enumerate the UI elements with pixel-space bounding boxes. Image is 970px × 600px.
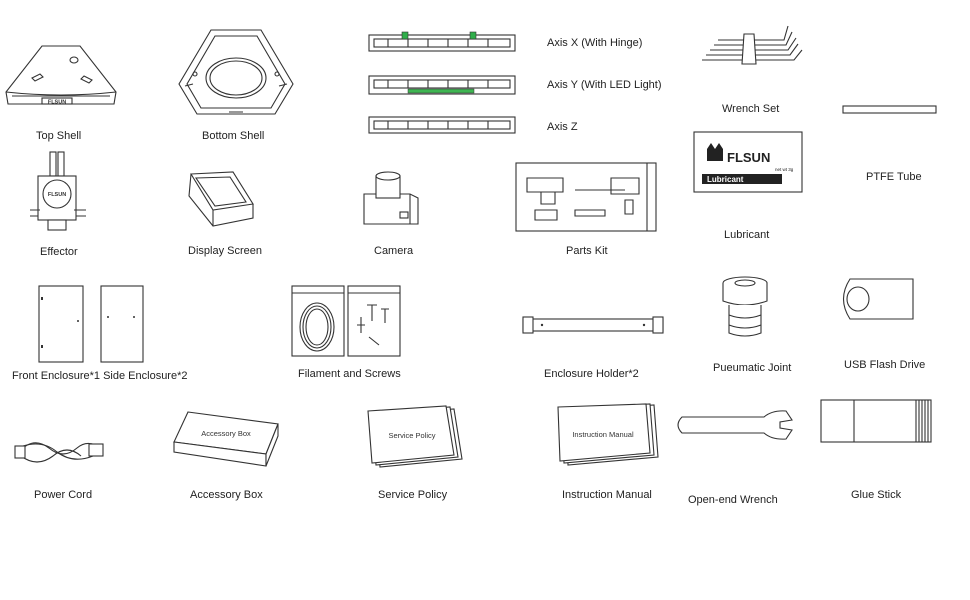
ptfe-tube-label: PTFE Tube xyxy=(866,171,922,183)
axis-x-image xyxy=(368,31,516,55)
parts-kit-label: Parts Kit xyxy=(566,245,608,257)
glue-stick-image xyxy=(820,398,934,444)
open-end-wrench-label: Open-end Wrench xyxy=(688,494,778,506)
ptfe-tube-image xyxy=(842,104,938,116)
service-policy-image: Service Policy xyxy=(366,405,464,471)
open-end-wrench-image xyxy=(672,408,800,442)
lubricant-band-text: Lubricant xyxy=(707,175,744,184)
filament-screws-image xyxy=(291,285,403,359)
parts-kit-image xyxy=(515,162,660,234)
instruction-manual-print: Instruction Manual xyxy=(572,430,634,439)
instruction-manual-label: Instruction Manual xyxy=(562,489,652,501)
camera-label: Camera xyxy=(374,245,414,257)
display-screen-image xyxy=(183,170,255,230)
display-screen-label: Display Screen xyxy=(188,245,262,257)
axis-y-label: Axis Y (With LED Light) xyxy=(547,79,662,91)
front-side-enclosure-label: Front Enclosure*1 Side Enclosure*2 xyxy=(12,370,188,382)
axis-z-label: Axis Z xyxy=(547,121,578,133)
filament-screws-label: Filament and Screws xyxy=(298,368,401,380)
top-shell-image: FLSUN xyxy=(2,40,120,110)
enclosure-holder-label: Enclosure Holder*2 xyxy=(544,368,639,380)
effector-label: Effector xyxy=(40,246,78,258)
usb-flash-drive-image xyxy=(836,278,916,322)
power-cord-image xyxy=(13,430,107,472)
axis-z-image xyxy=(368,114,516,136)
effector-image: FLSUN xyxy=(28,150,88,236)
bottom-shell-image xyxy=(175,26,297,118)
service-policy-print: Service Policy xyxy=(388,431,435,440)
wrench-set-image xyxy=(698,20,808,66)
axis-x-label: Axis X (With Hinge) xyxy=(547,37,643,49)
enclosure-panels-image xyxy=(38,285,148,365)
bottom-shell-label: Bottom Shell xyxy=(202,130,265,142)
top-shell-label: Top Shell xyxy=(36,130,82,142)
pneumatic-joint-image xyxy=(717,275,775,339)
power-cord-label: Power Cord xyxy=(34,489,93,501)
accessory-box-print: Accessory Box xyxy=(201,429,251,438)
lubricant-brand: FLSUN xyxy=(727,150,770,165)
usb-flash-drive-label: USB Flash Drive xyxy=(844,359,926,371)
camera-image xyxy=(360,168,422,228)
accessory-box-image: Accessory Box xyxy=(170,408,282,472)
instruction-manual-image: Instruction Manual xyxy=(556,403,660,471)
service-policy-label: Service Policy xyxy=(378,489,448,501)
wrench-set-label: Wrench Set xyxy=(722,103,780,115)
accessory-box-label: Accessory Box xyxy=(190,489,263,501)
lubricant-label: Lubricant xyxy=(724,229,770,241)
pneumatic-joint-label: Pueumatic Joint xyxy=(713,362,792,374)
axis-y-image xyxy=(368,73,516,97)
enclosure-holder-image xyxy=(522,316,666,336)
effector-brand: FLSUN xyxy=(48,192,66,198)
top-shell-brand: FLSUN xyxy=(48,100,66,106)
lubricant-image: FLSUN net wt 3g Lubricant xyxy=(693,131,805,195)
glue-stick-label: Glue Stick xyxy=(851,489,902,501)
lubricant-net-weight: net wt 3g xyxy=(775,167,794,172)
